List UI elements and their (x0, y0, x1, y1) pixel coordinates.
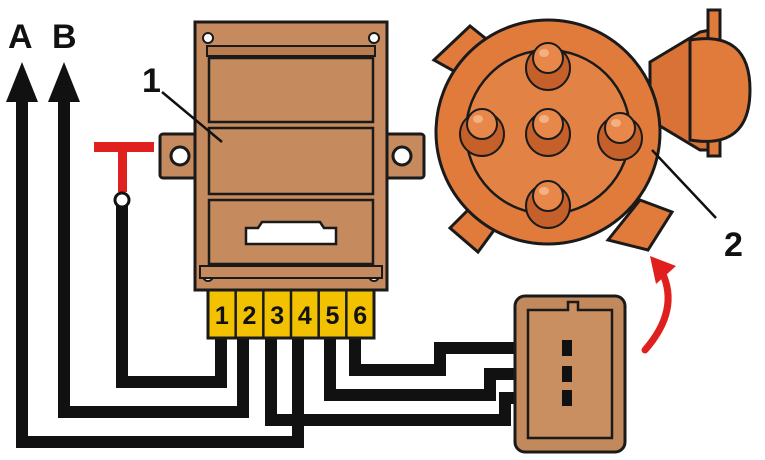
callout-module: 1 (142, 62, 223, 143)
callout-distributor: 2 (651, 149, 743, 264)
pin-label: 4 (298, 302, 312, 330)
pin-label: 6 (353, 302, 367, 330)
control-module (158, 20, 426, 292)
terminal-post-icon (459, 108, 505, 157)
terminal-post-icon (525, 180, 571, 229)
terminal-post-icon (597, 112, 643, 161)
callout-label-2: 2 (724, 226, 743, 264)
callout-label-1: 1 (142, 62, 161, 100)
test-probe (94, 142, 154, 209)
pin-label: 1 (215, 302, 229, 330)
arrow-label-a: A (8, 18, 33, 56)
arrow-label-b: B (52, 18, 77, 56)
wire-cores (20, 95, 570, 444)
connector-plug (513, 294, 627, 454)
arrowhead-a-icon (6, 62, 38, 102)
pin-label: 2 (243, 302, 257, 330)
arrowhead-b-icon (48, 62, 80, 102)
curved-arrow-icon (641, 256, 676, 354)
pin-label: 5 (326, 302, 340, 330)
pin-label: 3 (270, 302, 284, 330)
distributor (431, 8, 752, 255)
terminal-post-icon (525, 108, 571, 157)
terminal-post-icon (525, 42, 571, 91)
